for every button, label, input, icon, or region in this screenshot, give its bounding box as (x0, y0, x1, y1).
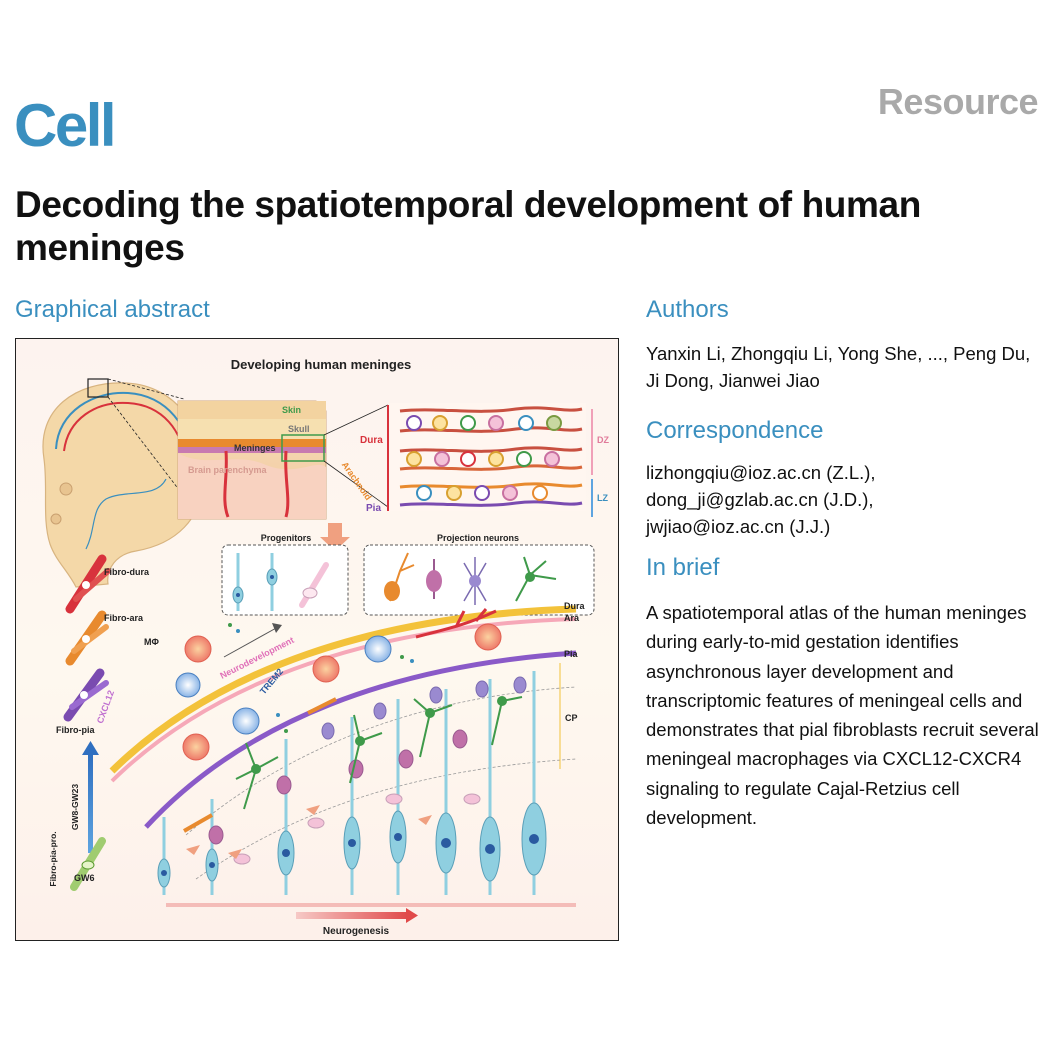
cortical-meningeal-layers: Dura Ara Pia CP (109, 601, 585, 907)
correspondence-list: lizhongqiu@ioz.ac.cn (Z.L.), dong_ji@gzl… (646, 459, 1046, 540)
figure-main-title: Developing human meninges (231, 357, 412, 372)
correspondence-email[interactable]: jwjiao@ioz.ac.cn (J.J.) (646, 516, 831, 537)
cortical-cells (157, 671, 547, 895)
label-gw-range: GW8-GW23 (70, 784, 80, 831)
label-macrophage: MΦ (144, 637, 159, 647)
correspondence-heading: Correspondence (646, 417, 824, 444)
label-dz: DZ (597, 435, 609, 445)
label-gw6: GW6 (74, 873, 95, 883)
label-fibro-pia: Fibro-pia (56, 725, 95, 735)
graphical-abstract-svg: Developing human meninges Skin Skull Men… (16, 339, 618, 940)
label-skull: Skull (288, 424, 310, 434)
meningeal-layers-detail: DZ LZ Dura Arachnoid Pia (340, 403, 609, 517)
journal-logo: Cell (14, 92, 117, 159)
blood-vessel (415, 608, 497, 639)
label-skin: Skin (282, 405, 301, 415)
label-ara-layer: Ara (564, 613, 580, 623)
label-projection-neurons: Projection neurons (437, 533, 519, 543)
label-brain-parenchyma: Brain parenchyma (188, 465, 268, 475)
correspondence-email[interactable]: dong_ji@gzlab.ac.cn (J.D.), (646, 489, 874, 510)
zoom-down-arrow (320, 523, 350, 551)
label-meninges: Meninges (234, 443, 276, 453)
label-cp: CP (565, 713, 578, 723)
label-fibro-dura: Fibro-dura (104, 567, 150, 577)
gestational-week-arrow: GW8-GW23 Fibro-pia-pro. GW6 (48, 741, 106, 891)
neurogenesis-arrow: Neurogenesis (296, 908, 418, 937)
fetal-head-illustration (42, 378, 205, 588)
label-pia: Pia (366, 503, 381, 514)
graphical-abstract-heading: Graphical abstract (15, 296, 210, 323)
authors-heading: Authors (646, 296, 729, 323)
progenitors-box: Progenitors (221, 533, 349, 616)
in-brief-heading: In brief (646, 554, 720, 581)
label-fibro-ara: Fibro-ara (104, 613, 144, 623)
projection-neurons-box: Projection neurons (363, 533, 595, 616)
correspondence-email[interactable]: lizhongqiu@ioz.ac.cn (Z.L.), (646, 462, 876, 483)
label-pia-layer: Pia (564, 649, 579, 659)
tissue-block-illustration: Skin Skull Meninges Brain parenchyma (177, 400, 389, 520)
graphical-abstract-figure: Developing human meninges Skin Skull Men… (15, 338, 619, 941)
in-brief-summary: A spatiotemporal atlas of the human meni… (646, 602, 1039, 829)
label-dura-layer: Dura (564, 601, 585, 611)
label-progenitors: Progenitors (261, 533, 312, 543)
label-dura: Dura (360, 435, 383, 446)
article-type: Resource (877, 81, 1039, 122)
label-lz: LZ (597, 493, 608, 503)
article-title: Decoding the spatiotemporal development … (15, 184, 921, 268)
authors-list: Yanxin Li, Zhongqiu Li, Yong She, ..., P… (646, 343, 1031, 391)
label-fibro-pia-pro: Fibro-pia-pro. (48, 831, 58, 886)
label-neurogenesis: Neurogenesis (323, 926, 390, 937)
